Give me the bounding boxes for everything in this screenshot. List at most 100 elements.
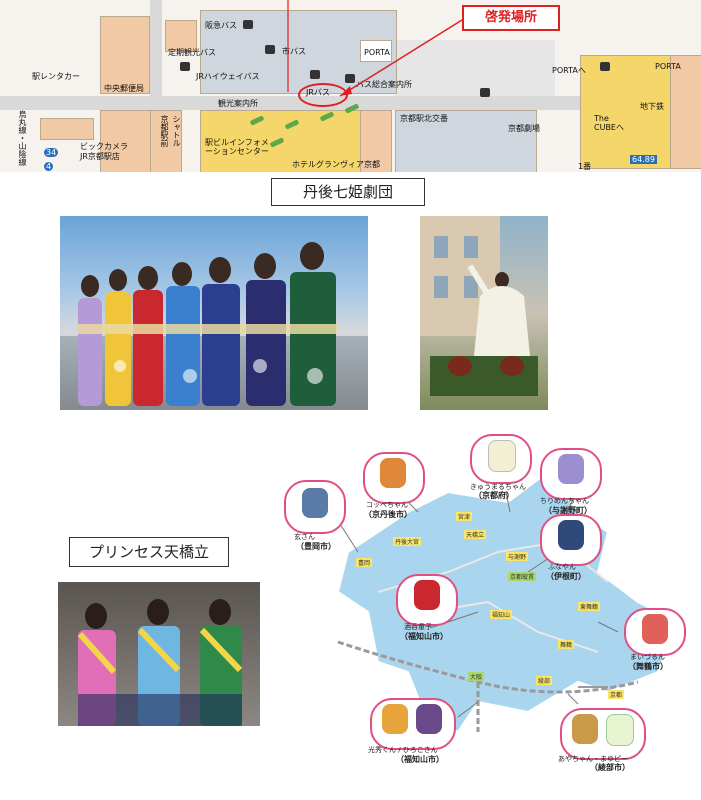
building-block xyxy=(100,16,150,94)
mascot-figure xyxy=(572,714,598,744)
mascot-city: （福知山市） xyxy=(396,755,444,764)
mascot-figure xyxy=(414,580,440,610)
mascot-name: あやちゃん・まゆピー xyxy=(558,755,628,763)
place-tag: 豊岡 xyxy=(356,558,373,567)
label-eki-rental: 駅レンタカー xyxy=(32,72,80,81)
label-kyoto-gekijo: 京都劇場 xyxy=(508,124,540,133)
mascot-city: （豊岡市） xyxy=(296,542,336,551)
label-hankyu-bus: 阪急バス xyxy=(205,21,237,30)
building-block xyxy=(670,55,701,169)
building-block xyxy=(395,110,537,172)
mascot-bubble-maizuru xyxy=(624,608,686,656)
road xyxy=(0,96,701,110)
label-eki-info: 駅ビルインフォメーションセンター xyxy=(205,138,269,156)
station-map: 阪急バス 定期観光バス 市バス PORTA JRハイウェイバス バス総合案内所 … xyxy=(0,0,701,172)
mascot-city: （京丹後市） xyxy=(364,510,412,519)
station-block xyxy=(200,110,362,172)
building-block xyxy=(150,110,182,172)
mascot-bubble-kyotango xyxy=(363,452,425,504)
label-chikatetsu: 地下鉄 xyxy=(640,102,664,111)
mascot-city: （京都府） xyxy=(474,491,514,500)
label-porta-2: PORTA xyxy=(655,62,681,71)
mascot-name: まいづるん xyxy=(630,653,665,661)
label-jr-highway-bus: JRハイウェイバス xyxy=(196,72,260,81)
label-porta-he: PORTAへ xyxy=(552,66,586,75)
bus-icon xyxy=(310,70,320,79)
label-bus-sogo: バス総合案内所 xyxy=(356,80,412,89)
mascot-name: コッペちゃん xyxy=(366,501,408,509)
mascot-name: 酒呑童子 xyxy=(404,623,432,631)
mascot-figure xyxy=(416,704,442,734)
bus-icon xyxy=(265,45,275,54)
label-ichiban: 1番 xyxy=(578,162,592,171)
label-bic-camera: ビックカメラ xyxy=(80,142,128,151)
place-tag: 大阪 xyxy=(468,672,485,681)
building-block xyxy=(165,20,197,52)
mascot-city: （福知山市） xyxy=(400,632,448,641)
mascot-bubble-ine xyxy=(540,514,602,566)
mascot-figure xyxy=(642,614,668,644)
place-tag: 宮津 xyxy=(456,512,473,521)
plaza xyxy=(395,40,555,96)
mascot-city: （伊根町） xyxy=(546,572,586,581)
porta-block xyxy=(360,40,392,62)
mascot-city: （綾部市） xyxy=(590,763,630,772)
performer-illustration xyxy=(420,216,538,396)
building-block xyxy=(40,118,94,140)
building-block xyxy=(100,110,152,172)
event-location-callout: 啓発場所 xyxy=(462,5,560,31)
bus-icon xyxy=(600,62,610,71)
mascot-bubble-ayabe xyxy=(560,708,646,760)
place-tag: 京都縦貫 xyxy=(508,572,537,581)
label-chuo-yubinkyoku: 中央郵便局 xyxy=(104,84,144,93)
building-block xyxy=(360,110,392,172)
mascot-figure xyxy=(302,488,328,518)
label-the-cube: The CUBEへ xyxy=(594,114,624,132)
label-kyoto-ekikita: 京都駅北交番 xyxy=(400,114,448,123)
princess-group-illustration xyxy=(77,599,243,726)
place-tag: 綾部 xyxy=(536,676,553,685)
mascot-city: （舞鶴市） xyxy=(628,662,668,671)
mascot-figure xyxy=(382,704,408,734)
mascot-name: 玄さん xyxy=(294,533,315,541)
label-jr-kyoto-eki: JR京都駅店 xyxy=(80,152,120,161)
mascot-bubble-toyooka xyxy=(284,480,346,534)
mascot-figure xyxy=(380,458,406,488)
place-tag: 福知山 xyxy=(490,610,513,619)
mascot-city: （与謝野町） xyxy=(544,506,592,515)
mascot-figure xyxy=(488,440,516,472)
bus-icon xyxy=(243,20,253,29)
label-hotel-granvia: ホテルグランヴィア京都 xyxy=(292,160,380,169)
label-jr-bus: JRバス xyxy=(306,88,330,97)
mascot-bubble-kyotofu xyxy=(470,434,532,484)
bus-icon xyxy=(180,62,190,71)
place-tag: 丹後大宮 xyxy=(393,537,422,546)
route-number-badge: 64.89 xyxy=(630,155,657,164)
label-kyoto-ekimae: 京都駅前 xyxy=(160,115,169,147)
route-number-badge: 4 xyxy=(44,162,54,171)
place-tag: 与謝野 xyxy=(506,552,529,561)
kimono-group-illustration xyxy=(60,242,368,410)
label-shuttle: シャトル xyxy=(172,115,181,147)
label-porta: PORTA xyxy=(364,48,390,57)
mascot-name: きゅうまるちゃん xyxy=(470,483,526,491)
bus-icon xyxy=(480,88,490,97)
mascot-bubble-fukuchiyama xyxy=(370,698,456,750)
callout-line xyxy=(287,0,463,97)
label-kanko-annaisho: 観光案内所 xyxy=(218,99,258,108)
mascot-bubble-yosano xyxy=(540,448,602,500)
princess-photo xyxy=(58,582,260,726)
porta-underground-block xyxy=(580,55,672,169)
bus-icon xyxy=(345,74,355,83)
troupe-title: 丹後七姫劇団 xyxy=(271,178,425,206)
princess-title: プリンセス天橋立 xyxy=(69,537,229,567)
mascot-figure xyxy=(558,454,584,484)
label-teiki-kanko-bus: 定期観光バス xyxy=(168,48,216,57)
troupe-performer-photo xyxy=(420,216,548,410)
route-number-badge: 34 xyxy=(44,148,59,157)
label-shi-bus: 市バス xyxy=(282,47,306,56)
mascot-bubble-shuten-doji xyxy=(396,574,458,626)
mascot-name: 光秀くん / ひろこさん xyxy=(368,746,438,754)
mascot-name: ふなやん xyxy=(548,563,576,571)
label-karasuma: 烏丸線・山陰線 xyxy=(18,110,27,166)
